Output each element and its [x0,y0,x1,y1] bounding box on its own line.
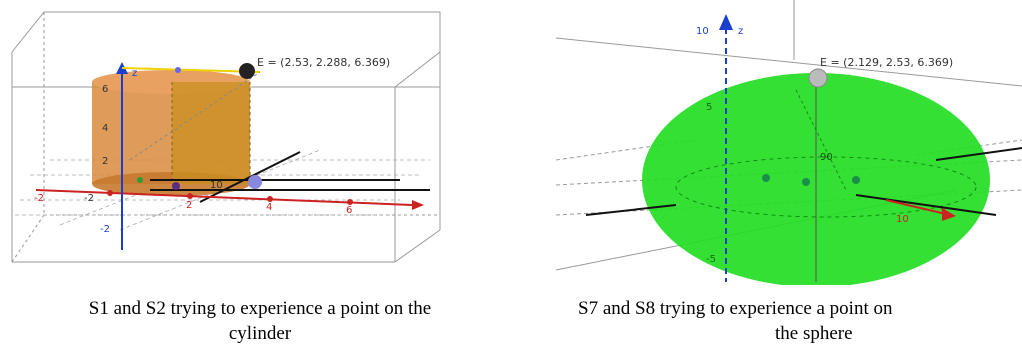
angle-label: 90 [820,152,833,163]
z-tick-label: 2 [102,156,108,167]
z-axis [719,14,733,282]
x-tick-label: 6 [346,205,352,216]
point-marker [248,175,262,189]
z-tick-label: 6 [102,84,108,95]
z-tick-label: -5 [706,254,716,265]
x-axis [35,189,424,210]
figure-caption-right: S7 and S8 trying to experience a point o… [556,296,1022,346]
z-tick-label: -2 [100,224,110,235]
z-axis [116,62,261,250]
x-tick-label: 2 [186,200,192,211]
x-axis-name: x [940,206,946,217]
caption-line: S7 and S8 trying to experience a point o… [578,298,893,319]
cylinder-3d-view[interactable]: E = (2.53, 2.288, 6.369) z 6 4 2 -2 -2 -… [0,0,470,285]
z-tick-label: 4 [102,123,108,134]
black-axes [150,151,430,203]
point-marker [175,67,181,73]
sphere-3d-canvas[interactable]: E = (2.129, 2.53, 6.369) 10 z 5 -5 90 x … [556,0,1022,285]
point-e-label: E = (2.129, 2.53, 6.369) [820,56,953,69]
z-tick-label: 10 [696,26,709,37]
tick-label-10: 10 [210,180,223,191]
point-e[interactable] [808,68,828,88]
point-marker [762,174,770,182]
point-e[interactable] [239,63,255,79]
point-e-label: E = (2.53, 2.288, 6.369) [257,56,390,69]
z-axis-name: z [132,68,137,79]
x-tick-label: 4 [266,202,272,213]
cylinder-3d-canvas[interactable]: E = (2.53, 2.288, 6.369) z 6 4 2 -2 -2 -… [0,0,470,285]
point-marker [802,178,810,186]
point-marker [172,182,180,190]
point-marker [137,177,143,183]
x-tick-label: -2 [84,193,94,204]
caption-line: S1 and S2 trying to experience a point o… [88,298,432,319]
x-tick-label: 10 [896,214,909,225]
sphere-3d-view[interactable]: E = (2.129, 2.53, 6.369) 10 z 5 -5 90 x … [556,0,1022,285]
sphere-equator [675,156,977,218]
black-axes [585,147,1022,216]
figure-caption-left: S1 and S2 trying to experience a point o… [0,296,520,346]
point-marker [852,176,860,184]
orange-cylinder[interactable] [92,70,251,196]
z-axis-name: z [738,26,743,37]
x-tick-label: -2 [34,193,44,204]
bounding-box [11,11,441,263]
projection-line [795,89,847,191]
caption-line: the sphere [775,323,853,344]
caption-line: cylinder [228,323,292,344]
x-axis [885,199,956,221]
z-tick-label: 5 [706,102,712,113]
